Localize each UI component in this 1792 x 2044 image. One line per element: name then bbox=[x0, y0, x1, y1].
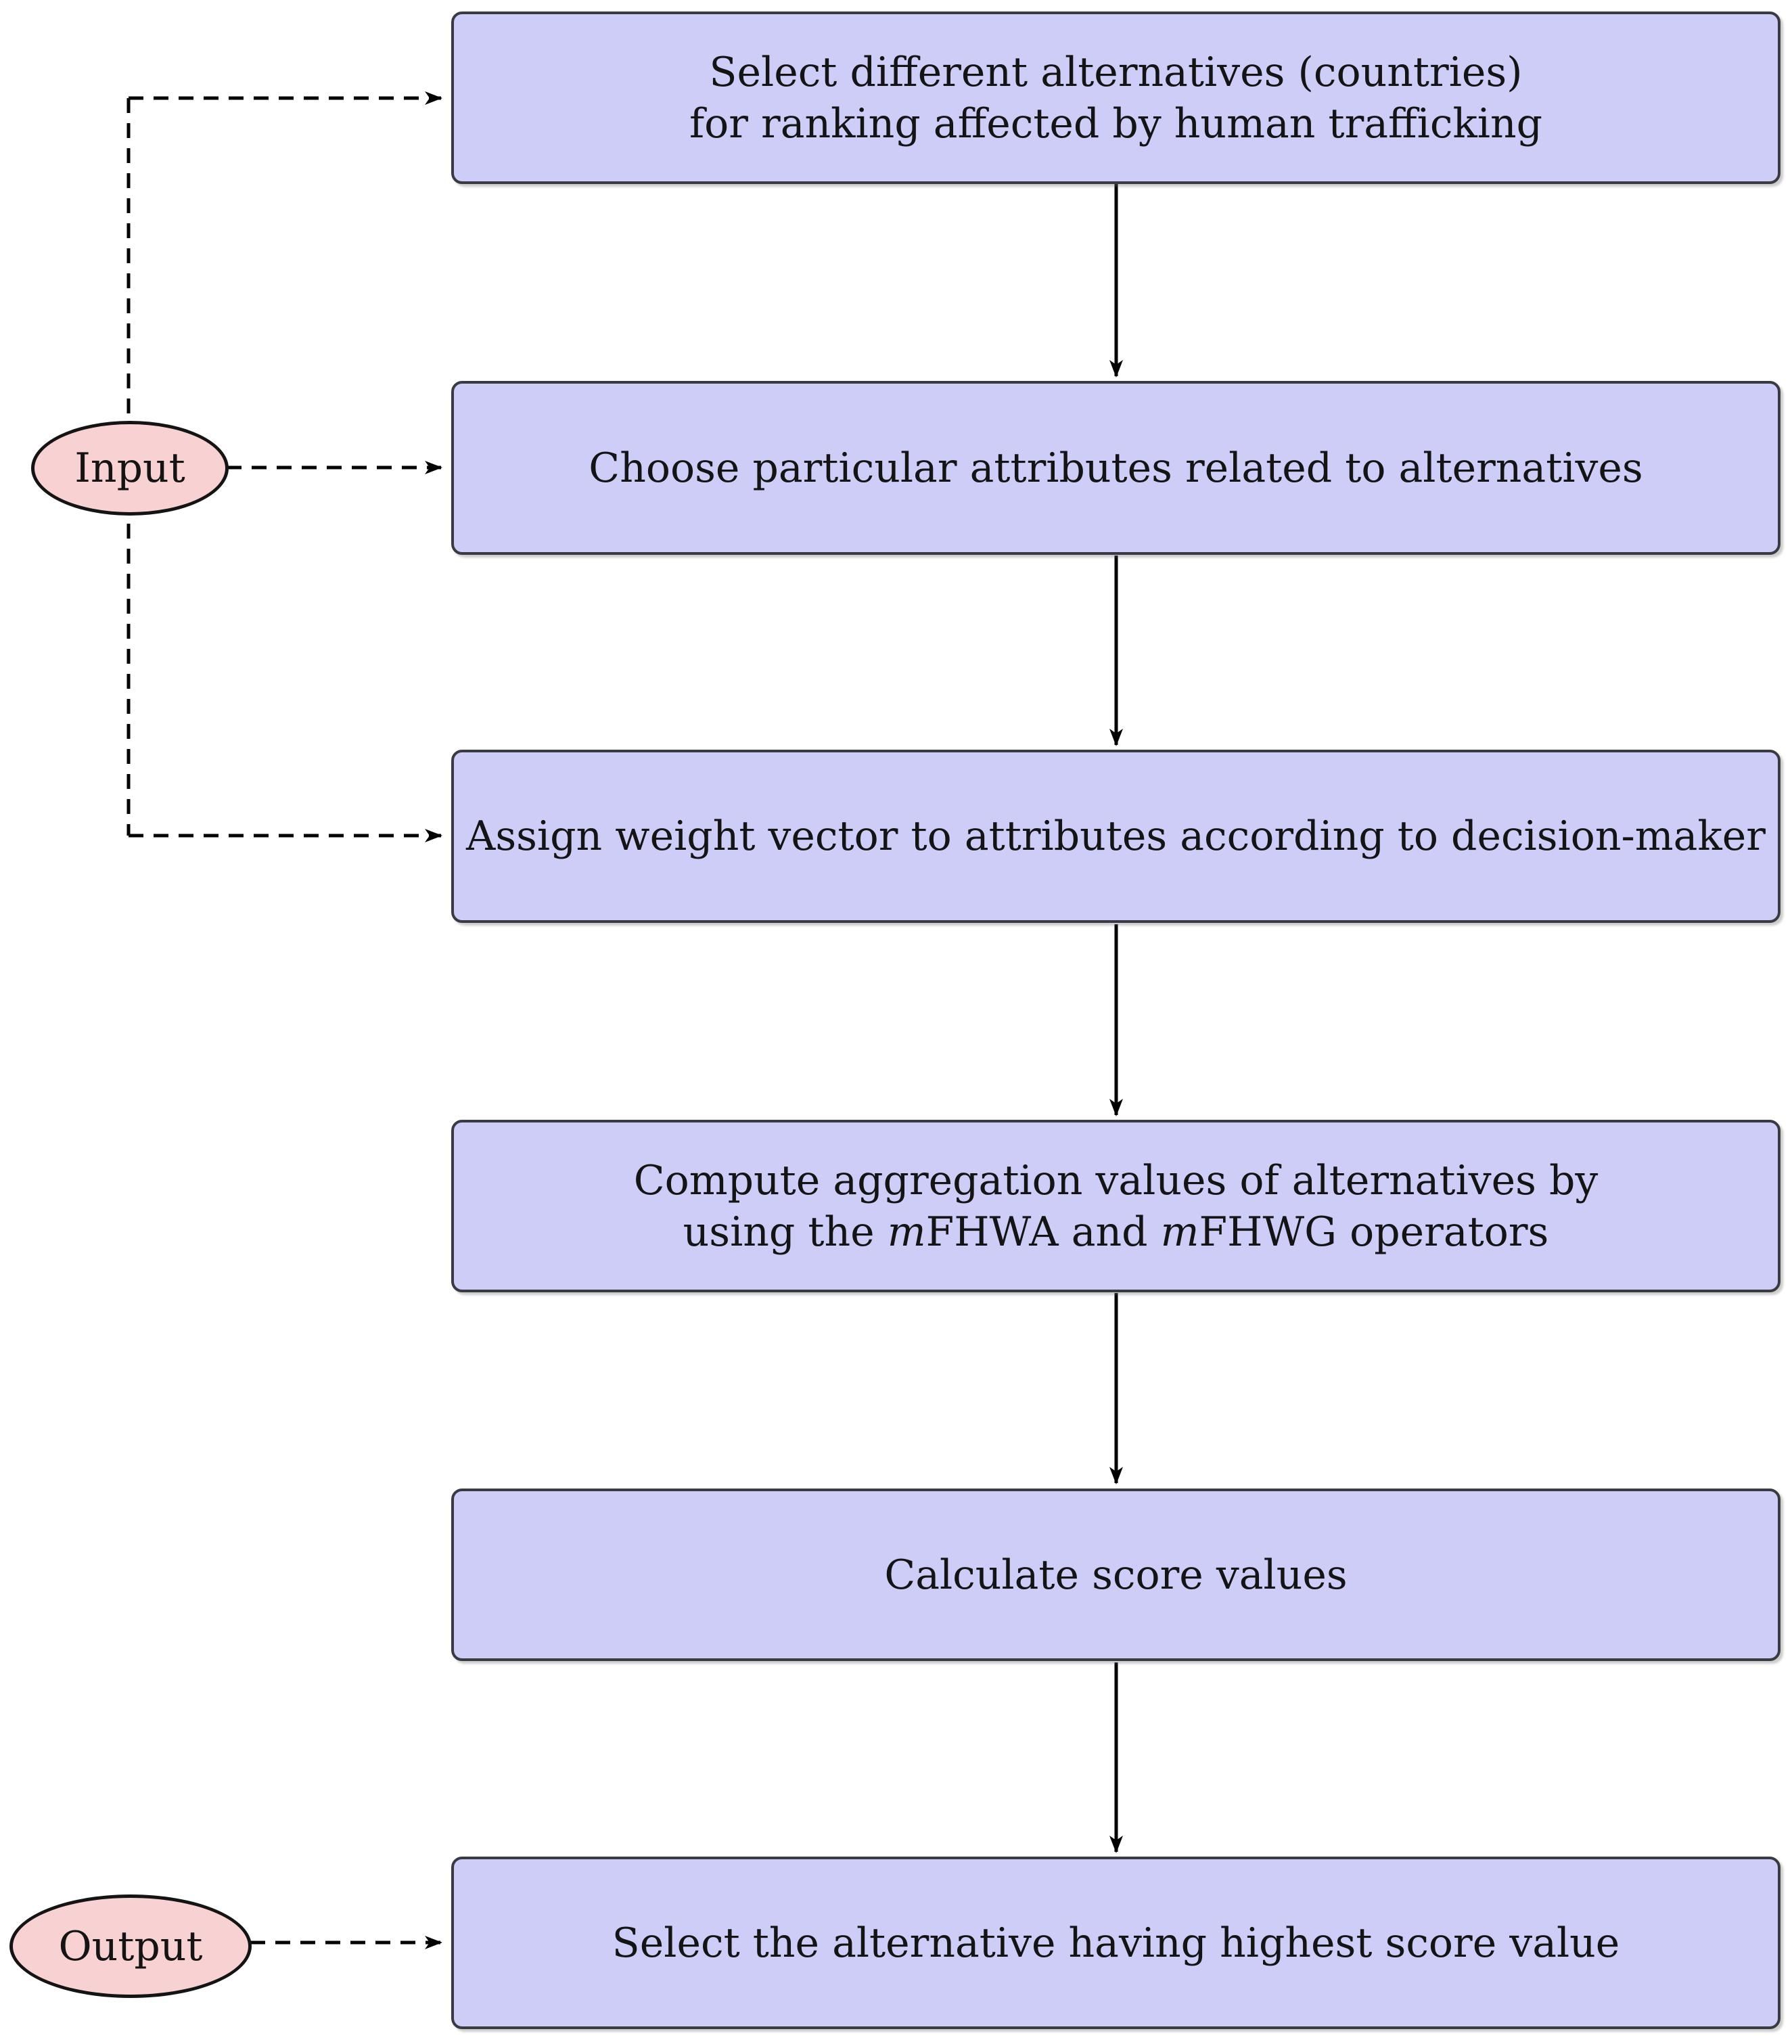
step-box-text-line: Select the alternative having highest sc… bbox=[612, 1919, 1620, 1967]
step-box-text-line: Compute aggregation values of alternativ… bbox=[633, 1156, 1599, 1204]
input-node: Input bbox=[31, 421, 229, 516]
step-box-text-line: Select different alternatives (countries… bbox=[709, 48, 1523, 96]
step-box-assign-weights: Assign weight vector to attributes accor… bbox=[451, 750, 1780, 923]
output-node: Output bbox=[9, 1894, 252, 1998]
step-box-calculate-scores: Calculate score values bbox=[451, 1489, 1780, 1661]
step-box-text-line: Calculate score values bbox=[884, 1551, 1348, 1599]
input-node-label: Input bbox=[74, 445, 185, 492]
step-box-select-highest-score: Select the alternative having highest sc… bbox=[451, 1857, 1780, 2029]
step-box-text-line: Choose particular attributes related to … bbox=[589, 444, 1643, 492]
step-box-select-alternatives: Select different alternatives (countries… bbox=[451, 12, 1780, 184]
step-box-text-line: Assign weight vector to attributes accor… bbox=[466, 813, 1766, 860]
step-box-text-line: using the mFHWA and mFHWG operators bbox=[683, 1208, 1549, 1256]
step-box-compute-aggregation: Compute aggregation values of alternativ… bbox=[451, 1120, 1780, 1292]
step-box-choose-attributes: Choose particular attributes related to … bbox=[451, 381, 1780, 555]
output-node-label: Output bbox=[58, 1922, 203, 1970]
step-box-text-line: for ranking affected by human traffickin… bbox=[689, 99, 1543, 147]
